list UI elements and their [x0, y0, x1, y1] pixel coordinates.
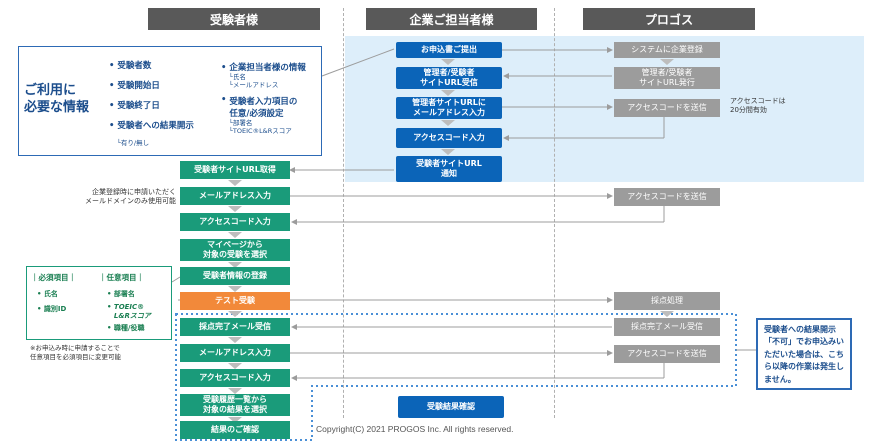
step-progos-scoring-complete-mail: 採点完了メール受信 [614, 318, 720, 336]
list-item: • 氏名 [37, 290, 58, 298]
list-item: • TOEIC® L&Rスコア [107, 303, 151, 320]
change-required-note: ※お申込み時に申請することで 任意項目を必須項目に変更可能 [30, 344, 121, 361]
step-company-receive-urls: 管理者/受験者 サイトURL受信 [396, 67, 502, 89]
step-examinee-select-test: マイページから 対象の受験を選択 [180, 239, 290, 261]
flow-arrow-down [228, 286, 242, 292]
step-company-enter-access-code: アクセスコード入力 [396, 128, 502, 148]
disclosure-note-text: 受験者への結果開示「不可」でお申込みいただいた場合は、こちら以降の作業は発生しま… [764, 325, 844, 384]
list-item-text: 受験開始日 [117, 81, 160, 91]
list-item: • 識別ID [37, 305, 67, 313]
list-item-text: 受験者入力項目の 任意/必須設定 [229, 96, 298, 119]
header-company: 企業ご担当者様 [366, 8, 537, 30]
step-company-submit-application: お申込書ご提出 [396, 42, 502, 58]
email-domain-note: 企業登録時に申請いただく メールドメインのみ使用可能 [85, 188, 176, 206]
flow-arrow-down [441, 149, 455, 155]
list-item: • 受験終了日 [109, 101, 160, 111]
list-item-text: 受験終了日 [117, 101, 160, 111]
step-progos-issue-urls: 管理者/受験者 サイトURL発行 [614, 67, 720, 89]
flow-arrow-down [228, 206, 242, 212]
step-examinee-scoring-complete-mail: 採点完了メール受信 [180, 318, 290, 336]
flow-arrow-down [441, 59, 455, 65]
flow-arrow-down [228, 388, 242, 394]
step-progos-register-company: システムに企業登録 [614, 42, 720, 58]
step-examinee-confirm-results: 結果のご確認 [180, 421, 290, 439]
flow-arrow-down [228, 363, 242, 369]
list-item: • 受験者入力項目の 任意/必須設定 [221, 94, 298, 119]
list-item: • 受験者数 [109, 61, 152, 71]
list-item-text: 受験者数 [117, 61, 152, 71]
access-code-validity-note: アクセスコードは 20分間有効 [730, 97, 786, 115]
required-info-right-list: • 企業担当者様の情報 └氏名 └メールアドレス • 受験者入力項目の 任意/必… [221, 61, 321, 136]
flow-arrow-down [228, 180, 242, 186]
flow-arrow-down [441, 120, 455, 126]
flow-arrow-down [228, 232, 242, 238]
connector-line [321, 48, 395, 77]
required-info-left-list: • 受験者数 • 受験開始日 • 受験終了日 • 受験者への結果開示 └有り/無… [109, 59, 219, 147]
flow-arrow-down [228, 337, 242, 343]
step-company-check-results: 受験結果確認 [398, 396, 504, 418]
optional-fields-list: • 部署名 • TOEIC® L&Rスコア • 職種/役職 [107, 289, 151, 333]
required-info-title: ご利用に 必要な情報 [24, 83, 90, 115]
list-item: • 職種/役職 [107, 324, 145, 332]
flow-arrow-down [228, 417, 242, 423]
step-progos-send-access-code: アクセスコードを送信 [614, 345, 720, 363]
list-item: • 受験開始日 [109, 81, 160, 91]
list-item-text: 受験者への結果開示 [117, 121, 194, 131]
step-examinee-take-test: テスト受験 [180, 292, 290, 310]
step-progos-scoring: 採点処理 [614, 292, 720, 310]
flow-arrow-down [228, 311, 242, 317]
optional-fields-header: ｜任意項目｜ [99, 273, 144, 282]
flow-arrow-down [660, 59, 674, 65]
list-item-sub: └有り/無し [117, 139, 150, 147]
step-progos-send-access-code: アクセスコードを送信 [614, 188, 720, 206]
required-fields-header: ｜必須項目｜ [31, 273, 76, 282]
connector-line [171, 276, 181, 283]
step-examinee-enter-access-code: アクセスコード入力 [180, 369, 290, 387]
step-examinee-register-info: 受験者情報の登録 [180, 267, 290, 285]
required-info-box: ご利用に 必要な情報 • 受験者数 • 受験開始日 • 受験終了日 • 受験者へ… [18, 46, 322, 156]
list-item: • 受験者への結果開示 [109, 121, 194, 131]
header-examinee: 受験者様 [148, 8, 320, 30]
step-progos-send-access-code: アクセスコードを送信 [614, 99, 720, 117]
step-company-notify-examinee-url: 受験者サイトURL 通知 [396, 156, 502, 182]
list-item-text: 氏名 [43, 290, 58, 298]
flow-arrow-down [441, 90, 455, 96]
list-item-text: 企業担当者様の情報 [229, 63, 306, 73]
header-progos: プロゴス [583, 8, 755, 30]
step-examinee-enter-email: メールアドレス入力 [180, 187, 290, 205]
required-fields-list: • 氏名 • 識別ID [37, 289, 66, 314]
list-item: • 企業担当者様の情報 [221, 63, 306, 73]
copyright-text: Copyright(C) 2021 PROGOS Inc. All rights… [316, 424, 514, 434]
list-item-text: 職種/役職 [113, 324, 145, 332]
list-item: • 部署名 [107, 290, 135, 298]
flow-arrow-down [660, 311, 674, 317]
disclosure-region-outline [175, 313, 737, 441]
step-examinee-enter-email: メールアドレス入力 [180, 344, 290, 362]
step-examinee-enter-access-code: アクセスコード入力 [180, 213, 290, 231]
list-item-text: 部署名 [113, 290, 135, 298]
lane-divider-left [343, 8, 344, 418]
disclosure-note-box: 受験者への結果開示「不可」でお申込みいただいた場合は、こちら以降の作業は発生しま… [756, 318, 852, 390]
step-examinee-get-site-url: 受験者サイトURL取得 [180, 161, 290, 179]
list-item-sub: └部署名 └TOEIC®L&Rスコア [229, 118, 292, 136]
lane-divider-right [554, 8, 555, 418]
step-examinee-select-result: 受験履歴一覧から 対象の結果を選択 [180, 394, 290, 416]
registration-fields-box: ｜必須項目｜ ｜任意項目｜ • 氏名 • 識別ID • 部署名 • TOEIC®… [26, 266, 172, 340]
step-company-enter-email: 管理者サイトURLに メールアドレス入力 [396, 97, 502, 119]
list-item-sub: └氏名 └メールアドレス [229, 73, 279, 90]
list-item-text: 識別ID [43, 305, 67, 313]
flow-arrow-down [228, 262, 242, 268]
list-item-text: TOEIC® L&Rスコア [113, 303, 151, 320]
